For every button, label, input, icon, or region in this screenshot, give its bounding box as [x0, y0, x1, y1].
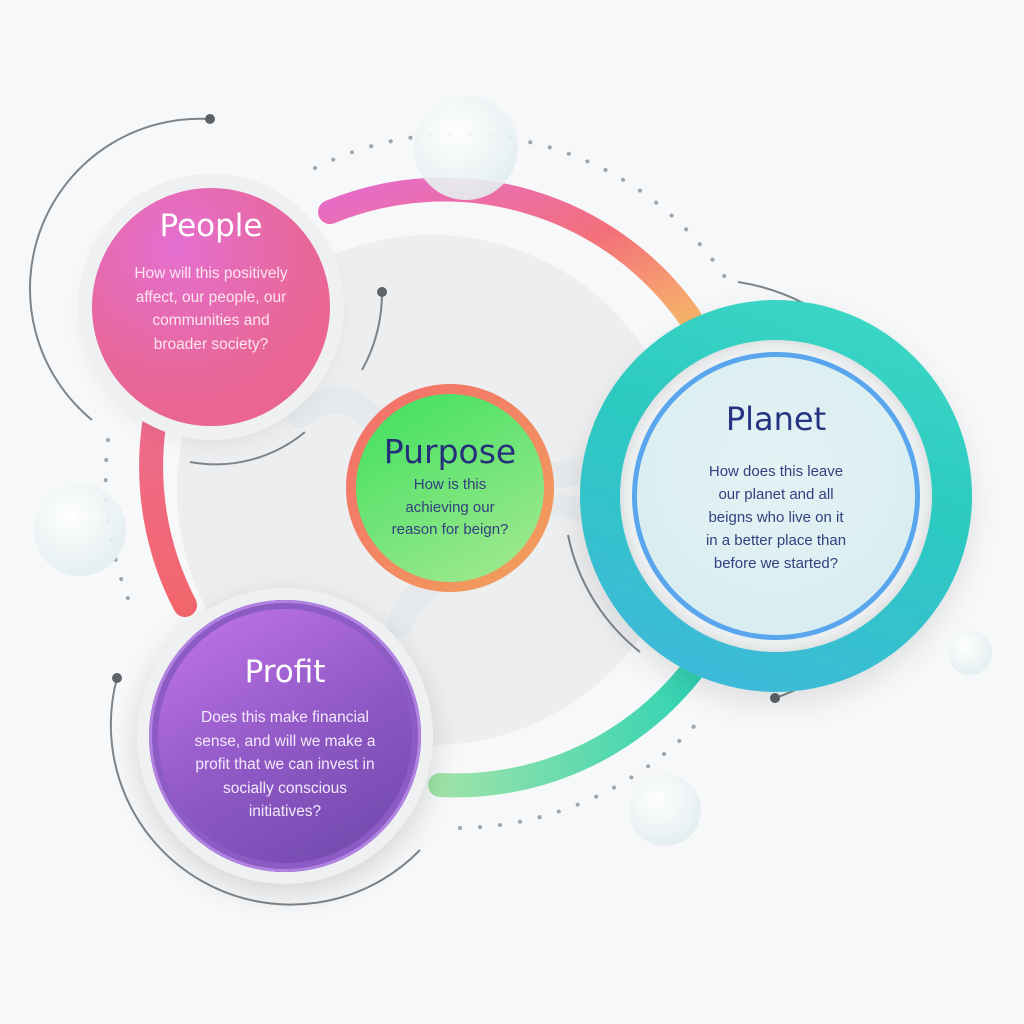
planet-description: How does this leave our planet and all b… [680, 460, 872, 575]
bubble [414, 96, 518, 200]
bubble [948, 631, 992, 675]
text-line: our planet and all [718, 486, 834, 503]
text-line: before we started? [713, 555, 839, 572]
profit-title: Profit [244, 654, 326, 690]
ring-segment-top [318, 177, 702, 330]
text-line: initiatives? [248, 803, 322, 820]
text-line: affect, our people, our [135, 288, 287, 306]
text-line: achieving our [405, 498, 495, 516]
thin-arc-profit-outer [109, 677, 421, 906]
text-line: How does this leave [708, 463, 844, 480]
purpose-node: Purpose How is this achieving our reason… [346, 384, 554, 592]
arc-end-dot [205, 114, 215, 124]
people-description: How will this positively affect, our peo… [106, 262, 316, 356]
people-node: People How will this positively affect, … [92, 188, 330, 426]
ring-segment-left [139, 413, 197, 617]
text-line: Does this make financial [201, 709, 369, 726]
bubble [629, 774, 701, 846]
text-line: profit that we can invest in [195, 756, 375, 773]
text-line: How will this positively [134, 265, 288, 282]
purpose-description: How is this achieving our reason for bei… [370, 474, 530, 542]
text-line: in a better place than [705, 532, 847, 549]
thin-arc-people-outer [28, 117, 211, 421]
thin-arc-people-inner [361, 291, 384, 371]
people-title: People [159, 208, 263, 244]
arc-end-dot [770, 693, 780, 703]
arc-end-dot [112, 673, 122, 683]
planet-disc [632, 352, 920, 640]
text-line: broader society? [153, 335, 269, 353]
dotted-arc-left [103, 438, 137, 617]
text-line: How is this [413, 476, 487, 493]
thin-arc-people-bottom [189, 431, 306, 466]
connector-people-purpose [287, 387, 385, 431]
planet-title: Planet [725, 400, 827, 438]
purpose-inner-disc [356, 394, 544, 582]
planet-node: Planet How does this leave our planet an… [580, 300, 972, 692]
bubble [34, 484, 126, 576]
arc-end-dot [377, 287, 387, 297]
profit-disc [149, 600, 421, 872]
ring-segment-bottom [428, 648, 712, 798]
text-line: reason for beign? [391, 521, 509, 538]
dotted-arc-top [313, 132, 732, 287]
text-line: socially conscious [222, 779, 348, 797]
text-line: beigns who live on it [708, 509, 844, 526]
text-line: sense, and will we make a [194, 732, 376, 750]
thin-arc-planet-inner [567, 534, 641, 653]
purpose-title: Purpose [383, 432, 517, 471]
profit-description: Does this make financial sense, and will… [177, 706, 393, 824]
profit-node: Profit Does this make financial sense, a… [137, 588, 433, 884]
text-line: communities and [152, 312, 270, 329]
